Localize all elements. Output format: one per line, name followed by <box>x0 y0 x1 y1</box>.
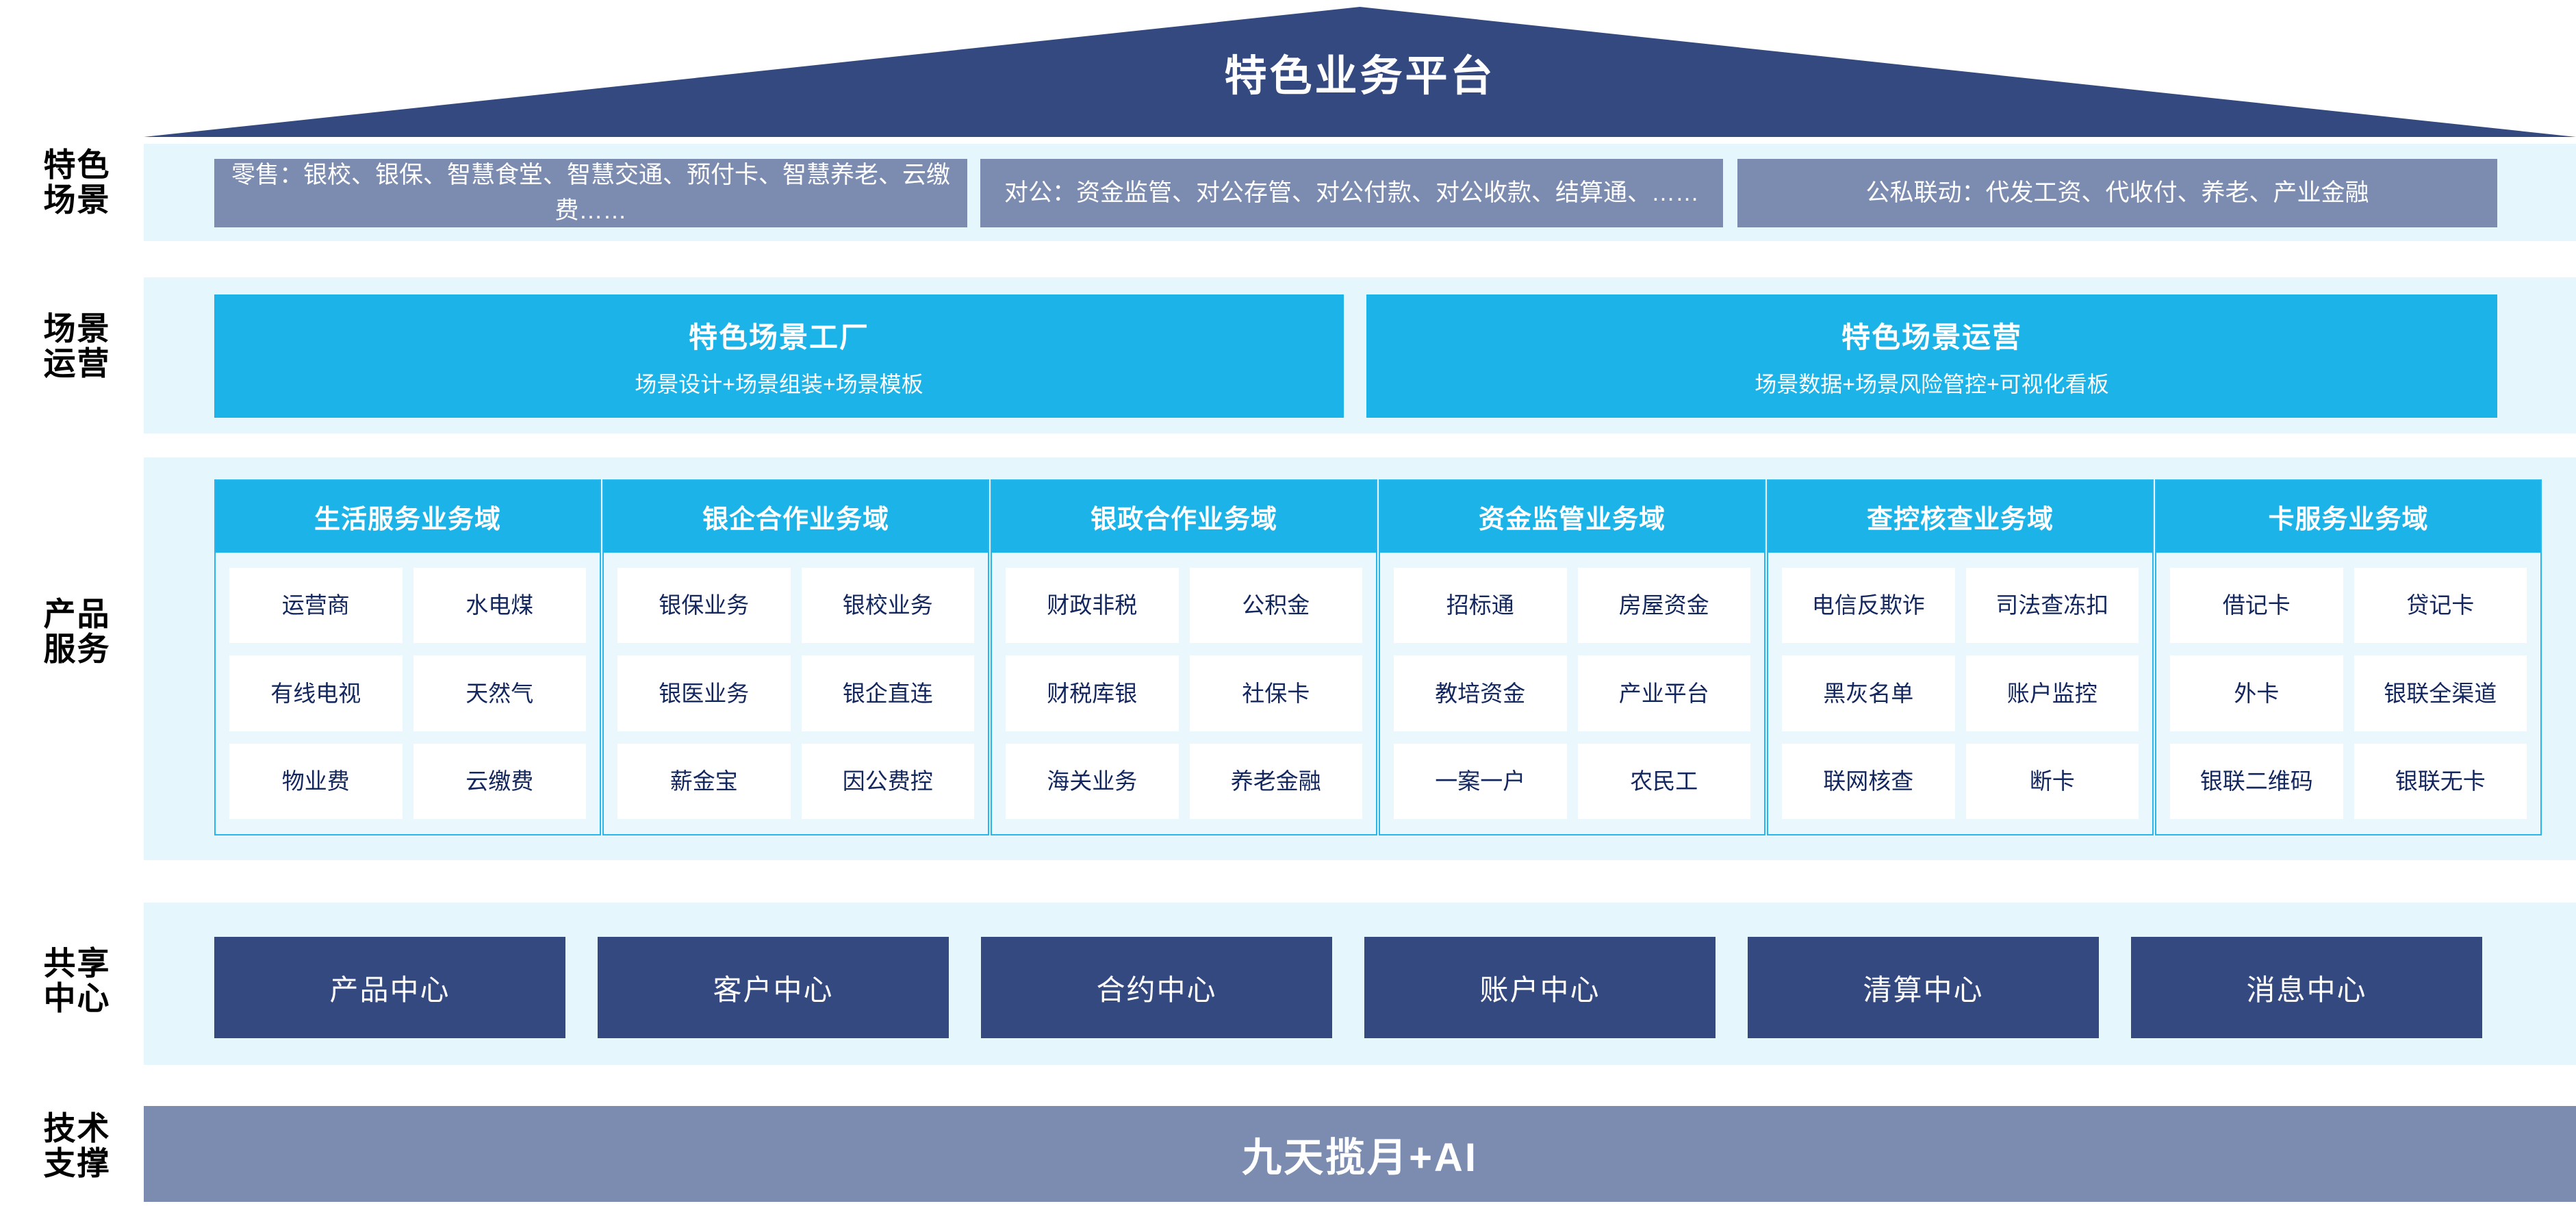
product-chip[interactable]: 电信反欺诈 <box>1782 568 1955 644</box>
domain-column-bank-enterprise[interactable]: 银企合作业务域 银保业务 银校业务 银医业务 银企直连 薪金宝 因公费控 <box>602 479 989 835</box>
platform-roof: 特色业务平台 <box>144 7 2576 137</box>
product-chip[interactable]: 银保业务 <box>617 568 791 644</box>
product-chip[interactable]: 养老金融 <box>1189 743 1362 819</box>
shared-center-product[interactable]: 产品中心 <box>214 937 565 1038</box>
product-chip[interactable]: 招标通 <box>1394 568 1567 644</box>
row-label-products-line2: 服务 <box>43 630 111 667</box>
product-chip[interactable]: 产业平台 <box>1577 655 1750 731</box>
domain-column-fund-supervision[interactable]: 资金监管业务域 招标通 房屋资金 教培资金 产业平台 一案一户 农民工 <box>1379 479 1765 835</box>
product-chip[interactable]: 公积金 <box>1189 568 1362 644</box>
product-chip[interactable]: 账户监控 <box>1965 655 2139 731</box>
domain-column-bank-government[interactable]: 银政合作业务域 财政非税 公积金 财税库银 社保卡 海关业务 养老金融 <box>991 479 1377 835</box>
product-chip[interactable]: 水电煤 <box>413 568 586 644</box>
shared-center-settlement[interactable]: 清算中心 <box>1748 937 2099 1038</box>
product-chip[interactable]: 天然气 <box>413 655 586 731</box>
domain-header-bank-enterprise: 银企合作业务域 <box>604 481 988 553</box>
shared-center-account[interactable]: 账户中心 <box>1364 937 1716 1038</box>
domain-header-investigation-control: 查控核查业务域 <box>1768 481 2152 553</box>
domain-items-bank-government: 财政非税 公积金 财税库银 社保卡 海关业务 养老金融 <box>992 553 1376 834</box>
row-label-shared-line2: 中心 <box>43 979 111 1016</box>
domain-items-fund-supervision: 招标通 房屋资金 教培资金 产业平台 一案一户 农民工 <box>1380 553 1764 834</box>
operation-ops-title: 特色场景运营 <box>1841 320 2022 353</box>
domain-items-investigation-control: 电信反欺诈 司法查冻扣 黑灰名单 账户监控 联网核查 断卡 <box>1768 553 2152 834</box>
product-chip[interactable]: 银联二维码 <box>2170 743 2343 819</box>
domain-header-fund-supervision: 资金监管业务域 <box>1380 481 1764 553</box>
product-chip[interactable]: 外卡 <box>2170 655 2343 731</box>
operation-factory-title: 特色场景工厂 <box>688 320 869 353</box>
product-chip[interactable]: 财税库银 <box>1006 655 1179 731</box>
product-chip[interactable]: 房屋资金 <box>1577 568 1750 644</box>
product-chip[interactable]: 教培资金 <box>1394 655 1567 731</box>
operation-box-scene-factory[interactable]: 特色场景工厂 场景设计+场景组装+场景模板 <box>214 294 1344 418</box>
row-label-shared-line1: 共享 <box>43 945 111 981</box>
scenario-box-retail[interactable]: 零售：银校、银保、智慧食堂、智慧交通、预付卡、智慧养老、云缴费…… <box>214 159 967 227</box>
product-chip[interactable]: 银校业务 <box>801 568 974 644</box>
shared-center-customer[interactable]: 客户中心 <box>598 937 949 1038</box>
product-chip[interactable]: 云缴费 <box>413 743 586 819</box>
operation-factory-subtitle: 场景设计+场景组装+场景模板 <box>635 371 923 397</box>
row-label-tech-support: 技术 支撑 <box>14 1111 140 1181</box>
row-label-operation-line2: 运营 <box>43 344 111 381</box>
tech-support-bar[interactable]: 九天揽月+AI <box>144 1106 2576 1202</box>
product-chip[interactable]: 有线电视 <box>229 655 403 731</box>
product-chip[interactable]: 银医业务 <box>617 655 791 731</box>
row-label-scenarios: 特色 场景 <box>14 147 140 218</box>
product-chip[interactable]: 海关业务 <box>1006 743 1179 819</box>
domain-items-life-services: 运营商 水电煤 有线电视 天然气 物业费 云缴费 <box>216 553 600 834</box>
page-title: 特色业务平台 <box>1224 53 1496 100</box>
operation-box-scene-operations[interactable]: 特色场景运营 场景数据+场景风险管控+可视化看板 <box>1366 294 2497 418</box>
product-chip[interactable]: 财政非税 <box>1006 568 1179 644</box>
scenario-box-corporate[interactable]: 对公：资金监管、对公存管、对公付款、对公收款、结算通、…… <box>980 159 1723 227</box>
row-label-operation: 场景 运营 <box>14 310 140 381</box>
shared-center-message[interactable]: 消息中心 <box>2131 937 2482 1038</box>
product-chip[interactable]: 司法查冻扣 <box>1965 568 2139 644</box>
domain-column-life-services[interactable]: 生活服务业务域 运营商 水电煤 有线电视 天然气 物业费 云缴费 <box>214 479 601 835</box>
row-label-tech-line2: 支撑 <box>43 1144 111 1181</box>
row-label-products-line1: 产品 <box>43 596 111 632</box>
product-chip[interactable]: 借记卡 <box>2170 568 2343 644</box>
shared-center-contract[interactable]: 合约中心 <box>981 937 1332 1038</box>
row-label-scenarios-line2: 场景 <box>43 181 111 218</box>
domain-column-card-services[interactable]: 卡服务业务域 借记卡 贷记卡 外卡 银联全渠道 银联二维码 银联无卡 <box>2155 479 2542 835</box>
product-chip[interactable]: 一案一户 <box>1394 743 1567 819</box>
row-label-scenarios-line1: 特色 <box>43 147 111 183</box>
row-label-operation-line1: 场景 <box>43 310 111 347</box>
product-chip[interactable]: 联网核查 <box>1782 743 1955 819</box>
row-label-tech-line1: 技术 <box>43 1110 111 1146</box>
domain-items-card-services: 借记卡 贷记卡 外卡 银联全渠道 银联二维码 银联无卡 <box>2156 553 2540 834</box>
scenario-box-public-private[interactable]: 公私联动：代发工资、代收付、养老、产业金融 <box>1737 159 2497 227</box>
product-chip[interactable]: 薪金宝 <box>617 743 791 819</box>
product-chip[interactable]: 物业费 <box>229 743 403 819</box>
row-label-products: 产品 服务 <box>14 596 140 667</box>
domain-header-card-services: 卡服务业务域 <box>2156 481 2540 553</box>
domain-header-life-services: 生活服务业务域 <box>216 481 600 553</box>
product-chip[interactable]: 银联全渠道 <box>2354 655 2527 731</box>
product-chip[interactable]: 农民工 <box>1577 743 1750 819</box>
product-chip[interactable]: 断卡 <box>1965 743 2139 819</box>
product-chip[interactable]: 黑灰名单 <box>1782 655 1955 731</box>
product-chip[interactable]: 社保卡 <box>1189 655 1362 731</box>
product-chip[interactable]: 贷记卡 <box>2354 568 2527 644</box>
product-chip[interactable]: 银联无卡 <box>2354 743 2527 819</box>
domain-items-bank-enterprise: 银保业务 银校业务 银医业务 银企直连 薪金宝 因公费控 <box>604 553 988 834</box>
domain-column-investigation-control[interactable]: 查控核查业务域 电信反欺诈 司法查冻扣 黑灰名单 账户监控 联网核查 断卡 <box>1767 479 2154 835</box>
product-chip[interactable]: 因公费控 <box>801 743 974 819</box>
domain-header-bank-government: 银政合作业务域 <box>992 481 1376 553</box>
product-chip[interactable]: 银企直连 <box>801 655 974 731</box>
row-label-shared-centers: 共享 中心 <box>14 946 140 1016</box>
product-chip[interactable]: 运营商 <box>229 568 403 644</box>
operation-ops-subtitle: 场景数据+场景风险管控+可视化看板 <box>1755 371 2109 397</box>
